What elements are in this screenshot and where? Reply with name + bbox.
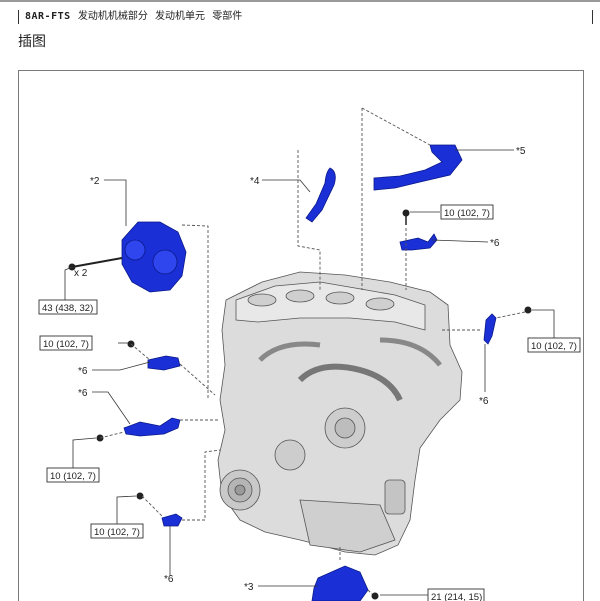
- section-title: 插图: [18, 34, 46, 50]
- upper-pipe-part: [373, 144, 463, 191]
- torque-spec-bottom: 21 (214, 15): [431, 592, 482, 601]
- manifold-part: [311, 565, 369, 601]
- callout-6-left-1: *6: [78, 366, 88, 377]
- torque-spec-43: 43 (438, 32): [42, 303, 93, 314]
- callout-2: *2: [90, 176, 100, 187]
- alternator-part: [121, 221, 187, 293]
- bracket-part-right: [483, 313, 497, 345]
- bracket-part-top: [399, 233, 438, 251]
- quantity-label: x 2: [74, 268, 88, 279]
- water-hose-part: [305, 167, 336, 223]
- bracket-part-left-1: [147, 355, 181, 371]
- callout-5: *5: [516, 146, 526, 157]
- bolt-icon: [371, 592, 379, 600]
- breadcrumb-item-engine-unit[interactable]: 发动机单元: [155, 11, 206, 22]
- bracket-part-left-3: [161, 513, 183, 527]
- header-right-divider: [592, 10, 593, 24]
- bolt-icon: [136, 492, 144, 500]
- callout-3: *3: [244, 582, 254, 593]
- engine-code[interactable]: 8AR-FTS: [25, 11, 71, 22]
- callout-6-top: *6: [490, 238, 500, 249]
- illustration-frame: [18, 70, 584, 601]
- callout-6-right: *6: [479, 396, 489, 407]
- torque-spec-right: 10 (102, 7): [531, 341, 577, 352]
- torque-spec-left-2: 10 (102, 7): [50, 471, 96, 482]
- breadcrumb: 8AR-FTS 发动机机械部分 发动机单元 零部件: [18, 10, 242, 24]
- callout-6-left-2: *6: [78, 388, 88, 399]
- bolt-icon: [524, 306, 532, 314]
- bracket-part-left-2: [123, 417, 181, 437]
- torque-spec-left-3: 10 (102, 7): [94, 527, 140, 538]
- torque-spec-left-1: 10 (102, 7): [43, 339, 89, 350]
- callout-6-left-3: *6: [164, 574, 174, 585]
- top-rule: [0, 0, 600, 2]
- breadcrumb-item-engine-mechanical[interactable]: 发动机机械部分: [77, 11, 148, 22]
- torque-spec-top: 10 (102, 7): [444, 208, 490, 219]
- breadcrumb-item-components: 零部件: [212, 11, 243, 22]
- engine-assembly: [217, 271, 463, 556]
- callout-4: *4: [250, 176, 260, 187]
